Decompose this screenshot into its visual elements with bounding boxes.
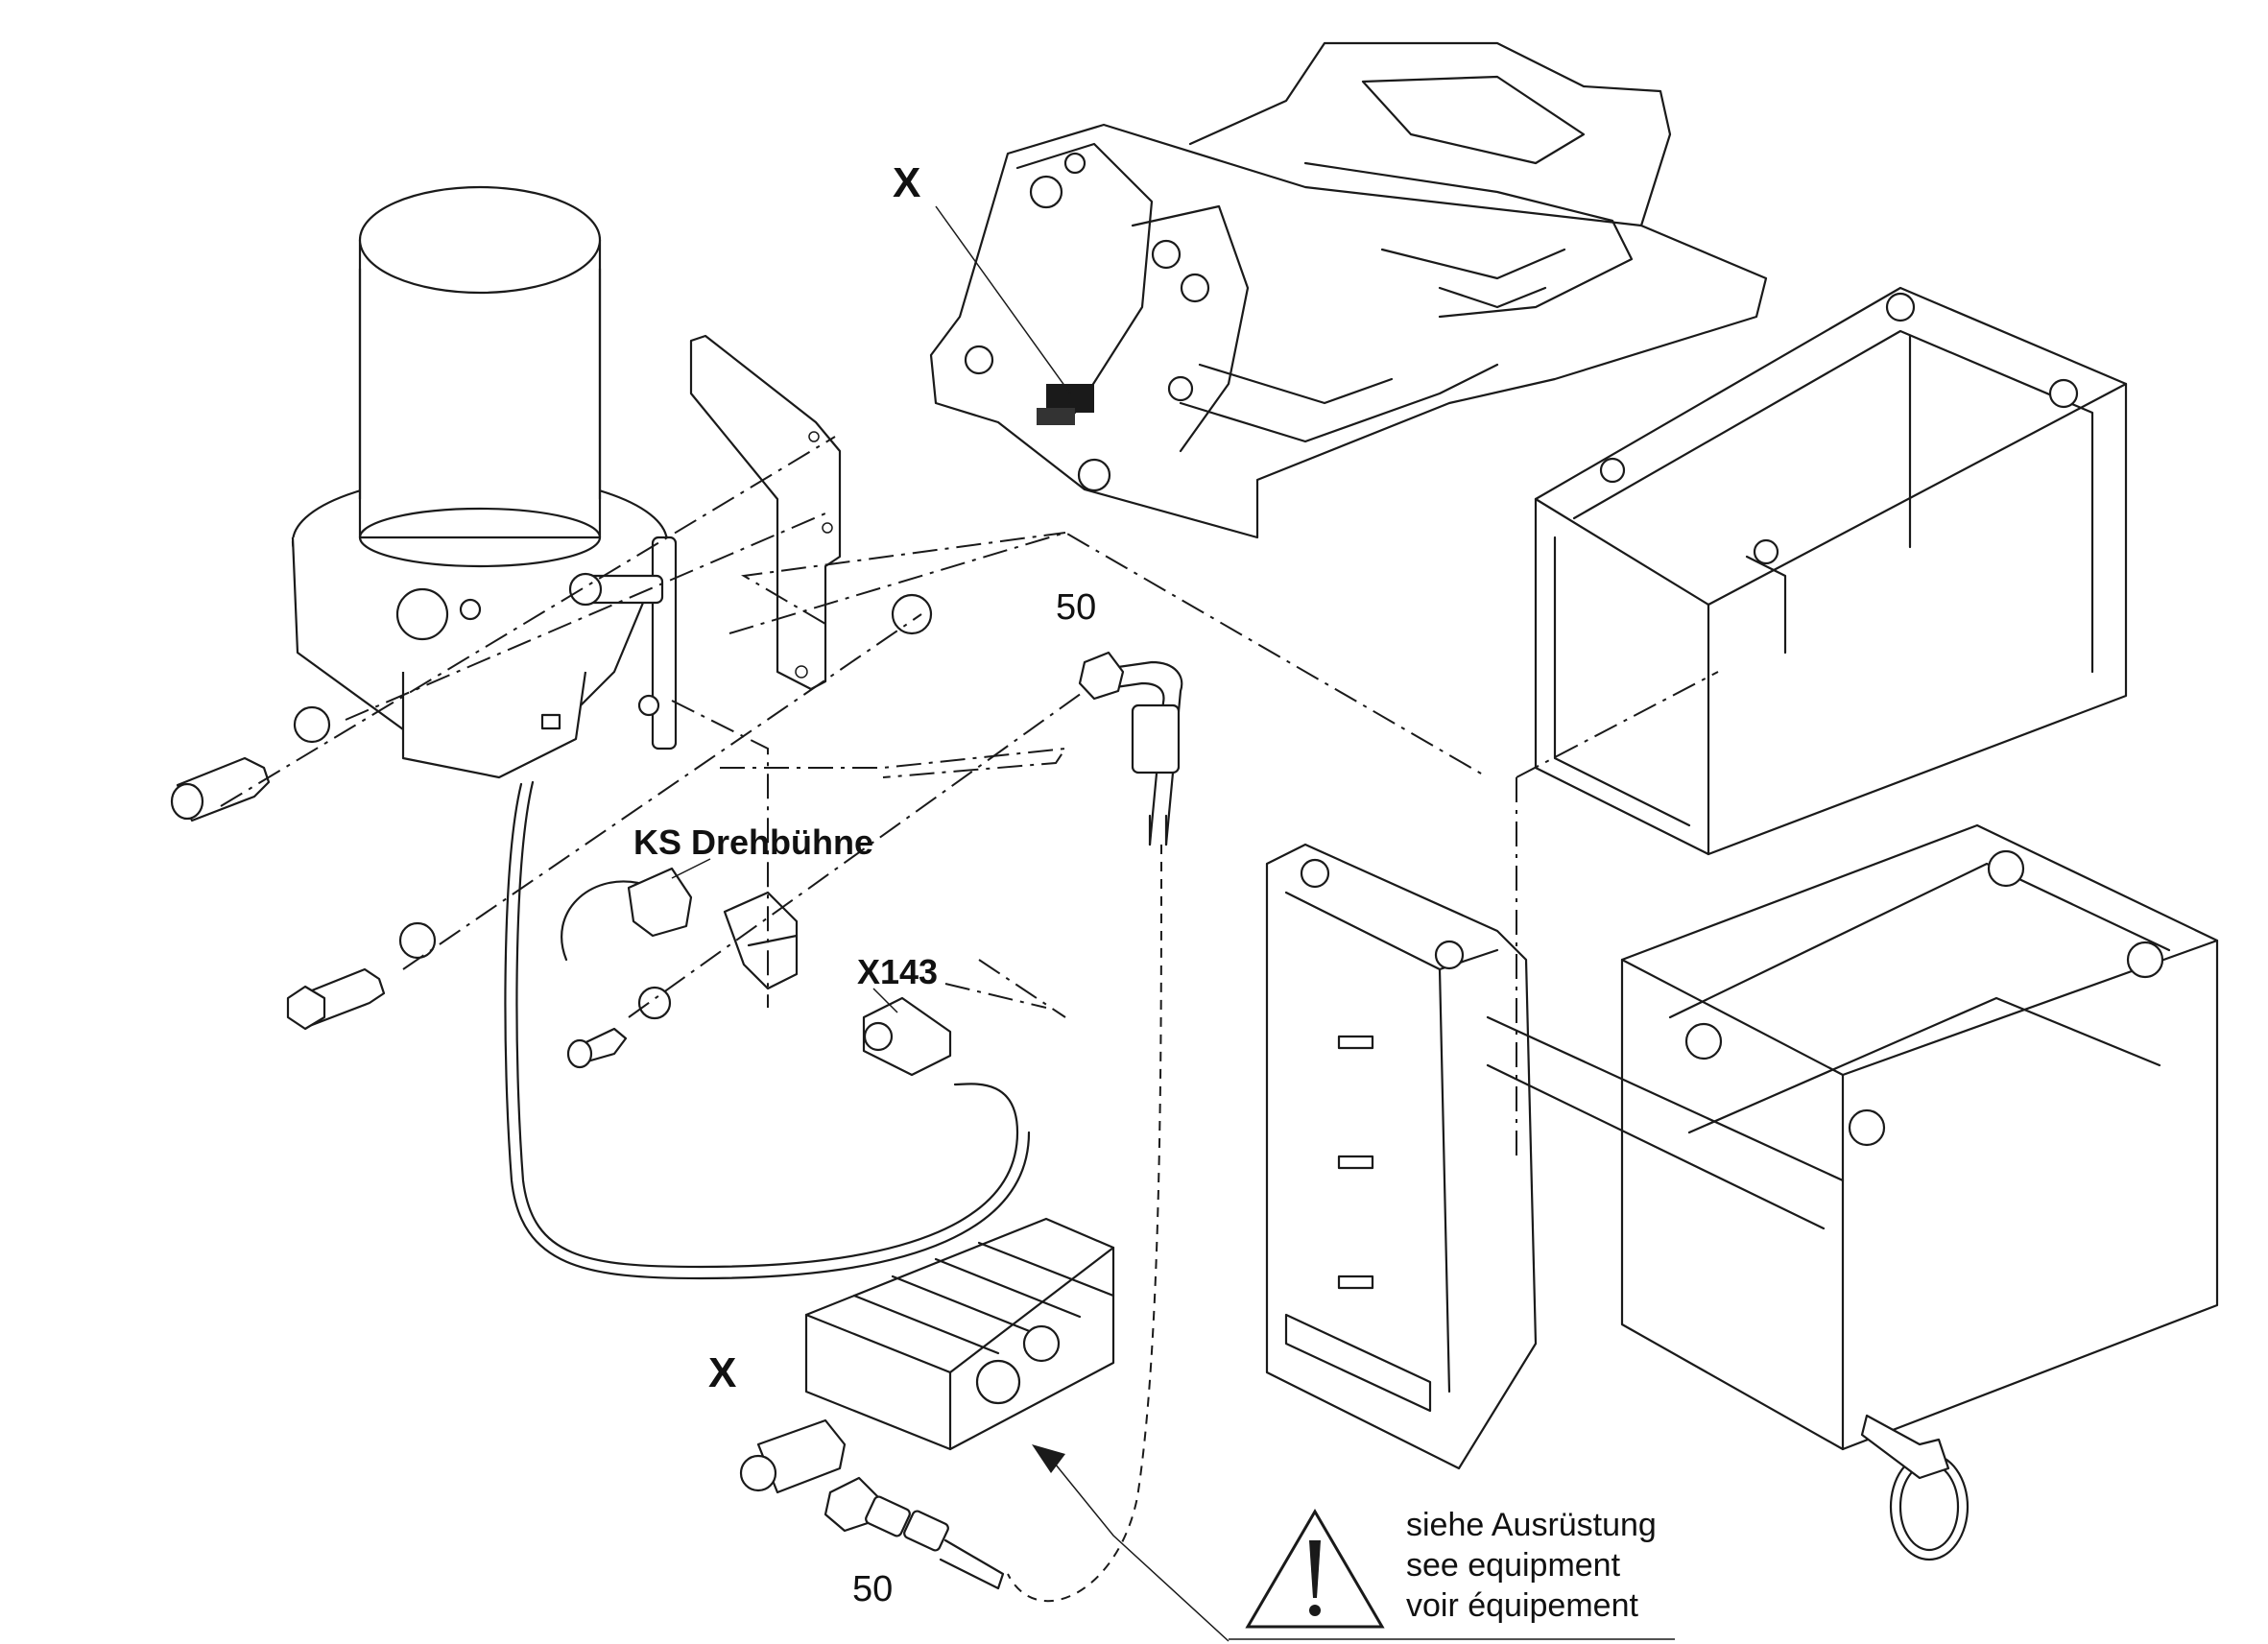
label-x-bottom: X <box>708 1349 736 1396</box>
right-upper-box <box>1534 286 2128 856</box>
label-x143: X143 <box>857 952 938 991</box>
note-line-en: see equipment <box>1406 1547 1621 1584</box>
note-line-de: siehe Ausrüstung <box>1406 1507 1657 1543</box>
pipe-50-top <box>1078 651 1183 846</box>
leader-x143 <box>872 988 898 1013</box>
distributor-block <box>739 1217 1115 1590</box>
label-ks-drehbuehne: KS Drehbühne <box>633 822 873 862</box>
leader-ks <box>671 858 711 879</box>
mounting-bracket <box>689 334 842 691</box>
lower-right-frame <box>1265 823 2219 1470</box>
warning-exclamation <box>1309 1540 1321 1598</box>
cable-tie <box>1860 1414 1970 1561</box>
warning-note: siehe Ausrüstung see equipment voir équi… <box>1229 1507 1675 1640</box>
label-item-50-bottom: 50 <box>852 1569 893 1609</box>
note-line-fr: voir équipement <box>1406 1587 1638 1624</box>
cable-harness <box>504 780 1031 1280</box>
leader-note <box>1050 1458 1229 1642</box>
leader-arrow <box>1032 1444 1065 1473</box>
assembly-center-lines <box>220 436 1719 1603</box>
grease-pump <box>291 185 678 779</box>
label-item-50-top: 50 <box>1056 587 1096 628</box>
upper-frame <box>929 41 1768 539</box>
leader-x-top <box>935 205 1071 394</box>
hardware-set <box>170 593 933 1069</box>
label-x-top: X <box>893 159 920 206</box>
